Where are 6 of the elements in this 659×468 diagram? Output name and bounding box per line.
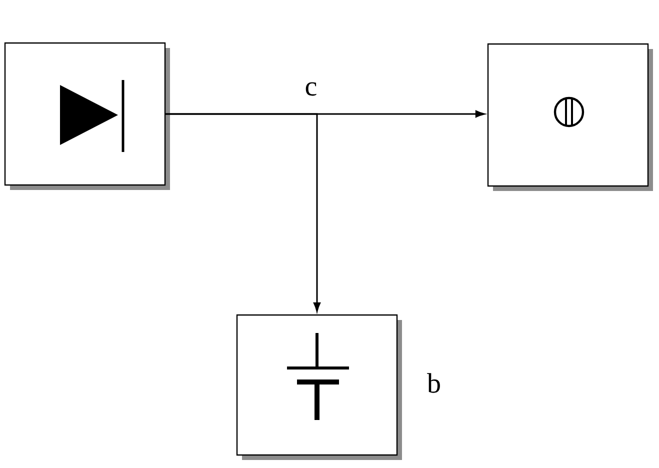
part-label: b [427,373,440,393]
component-box [236,314,402,460]
component-box [487,43,653,191]
arrow [166,113,321,312]
component-box [4,42,170,190]
edge-label: c [306,82,316,96]
